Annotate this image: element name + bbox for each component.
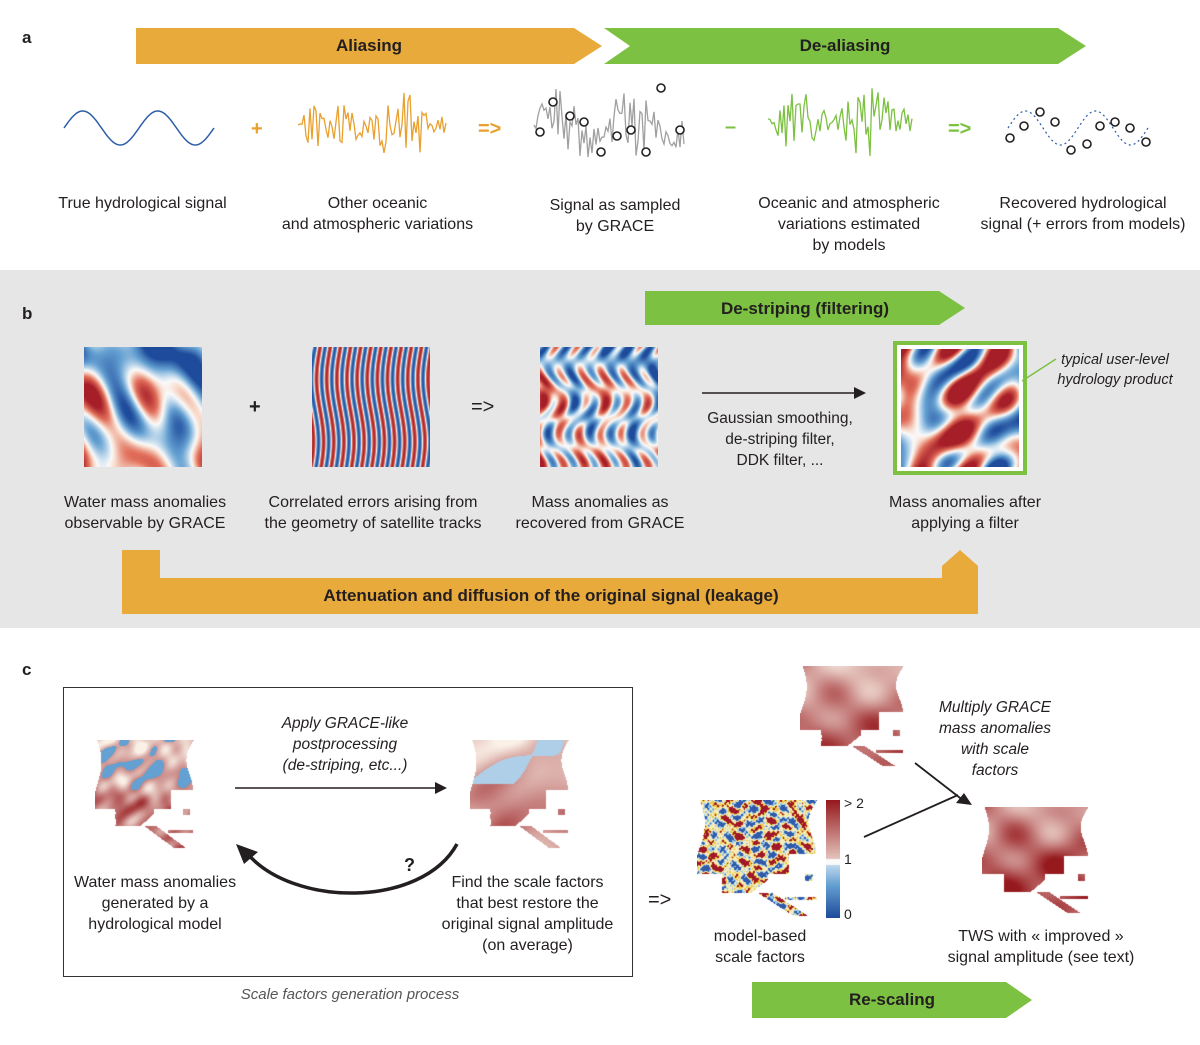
label-find-scale-factors: Find the scale factors that best restore… — [441, 874, 614, 954]
destriping-banner: De-striping (filtering) — [645, 291, 965, 325]
colorbar-tick-min: 0 — [844, 906, 852, 922]
label-model-variations: Oceanic and atmospheric variations estim… — [758, 195, 940, 254]
dealiasing-banner: De-aliasing — [604, 28, 1086, 64]
recovered-point — [1095, 121, 1105, 131]
striping-error-map — [312, 347, 430, 467]
leakage-banner-label: Attenuation and diffusion of the origina… — [323, 586, 779, 605]
rescaling-banner-label: Re-scaling — [849, 990, 935, 1009]
label-recovered-signal: Recovered hydrological signal (+ errors … — [980, 195, 1186, 233]
colorbar-tick-mid: 1 — [844, 851, 852, 867]
scale-colorbar — [826, 800, 840, 918]
sample-point — [641, 147, 651, 157]
label-model-anomalies: Water mass anomalies generated by a hydr… — [73, 874, 237, 933]
recovered-point — [1066, 145, 1076, 155]
postprocessing-arrow — [235, 782, 447, 794]
sample-point — [565, 111, 575, 121]
label-filtered-anomalies: Mass anomalies after applying a filter — [888, 494, 1042, 532]
minus-operator-a: – — [725, 116, 737, 138]
plus-operator-b: + — [249, 396, 261, 418]
combine-arrows — [863, 762, 972, 838]
true-signal-wave — [63, 110, 215, 146]
feedback-arrow — [236, 843, 459, 895]
grace-recovered-map — [540, 347, 658, 467]
leakage-banner: Attenuation and diffusion of the origina… — [122, 550, 980, 614]
aliasing-banner: Aliasing — [136, 28, 602, 64]
postprocessed-anomaly-map — [470, 740, 570, 850]
sample-point — [626, 125, 636, 135]
recovered-point — [1141, 137, 1151, 147]
recovered-point — [1082, 139, 1092, 149]
filter-arrow — [702, 387, 866, 399]
implies-operator-a1: => — [478, 118, 502, 140]
panel-a-signals — [63, 83, 1151, 158]
label-sampled-signal: Signal as sampled by GRACE — [549, 197, 681, 235]
label-scale-factors: model-based scale factors — [713, 928, 807, 966]
panel-b-letter: b — [22, 304, 33, 323]
multiply-text: Multiply GRACE mass anomalies with scale… — [939, 699, 1051, 779]
label-observable-anomalies: Water mass anomalies observable by GRACE — [63, 494, 227, 532]
implies-operator-a2: => — [948, 118, 972, 140]
panel-c-letter: c — [22, 660, 32, 679]
implies-operator-c: => — [648, 889, 672, 911]
sample-point — [656, 83, 666, 93]
callout-user-product: typical user-level hydrology product — [1057, 352, 1173, 388]
recovered-point — [1050, 117, 1060, 127]
recovered-point — [1019, 121, 1029, 131]
question-mark: ? — [404, 855, 415, 875]
grace-anomaly-map — [800, 666, 905, 768]
scale-factor-process-box — [63, 687, 633, 977]
label-true-signal: True hydrological signal — [58, 195, 227, 212]
label-recovered-anomalies: Mass anomalies as recovered from GRACE — [515, 494, 685, 532]
rescaled-tws-map — [982, 807, 1090, 915]
recovered-point — [1125, 123, 1135, 133]
scale-factor-map — [697, 800, 819, 918]
model-anomaly-map — [95, 740, 195, 850]
sample-point — [612, 131, 622, 141]
sample-point — [596, 147, 606, 157]
sample-point — [675, 125, 685, 135]
box-caption: Scale factors generation process — [240, 986, 460, 1003]
aliasing-banner-label: Aliasing — [335, 36, 403, 55]
water-mass-anomaly-map — [84, 347, 202, 467]
ocean-variation-wave — [297, 92, 447, 154]
recovered-point — [1005, 133, 1015, 143]
label-rescaled-tws: TWS with « improved » signal amplitude (… — [947, 928, 1135, 966]
recovered-point — [1110, 117, 1120, 127]
plus-operator-a: + — [251, 118, 263, 140]
recovered-signal-wave — [1007, 110, 1149, 146]
destriping-banner-label: De-striping (filtering) — [720, 299, 890, 318]
recovered-point — [1035, 107, 1045, 117]
implies-operator-b: => — [471, 396, 495, 418]
panel-a-letter: a — [22, 28, 32, 47]
filter-description: Gaussian smoothing, de-striping filter, … — [707, 410, 853, 469]
dealiasing-banner-label: De-aliasing — [799, 36, 891, 55]
rescaling-banner: Re-scaling — [752, 982, 1032, 1018]
label-other-variations: Other oceanic and atmospheric variations — [281, 195, 474, 233]
filtered-map — [901, 349, 1019, 467]
label-correlated-errors: Correlated errors arising from the geome… — [264, 494, 482, 532]
sample-point — [579, 117, 589, 127]
postprocessing-text: Apply GRACE-like postprocessing (de-stri… — [281, 715, 409, 774]
sample-point — [535, 127, 545, 137]
sampled-signal-wave — [533, 88, 685, 158]
sample-point — [548, 97, 558, 107]
colorbar-tick-max: > 2 — [844, 795, 864, 811]
model-variation-wave — [767, 88, 913, 156]
callout-line — [1021, 358, 1057, 382]
